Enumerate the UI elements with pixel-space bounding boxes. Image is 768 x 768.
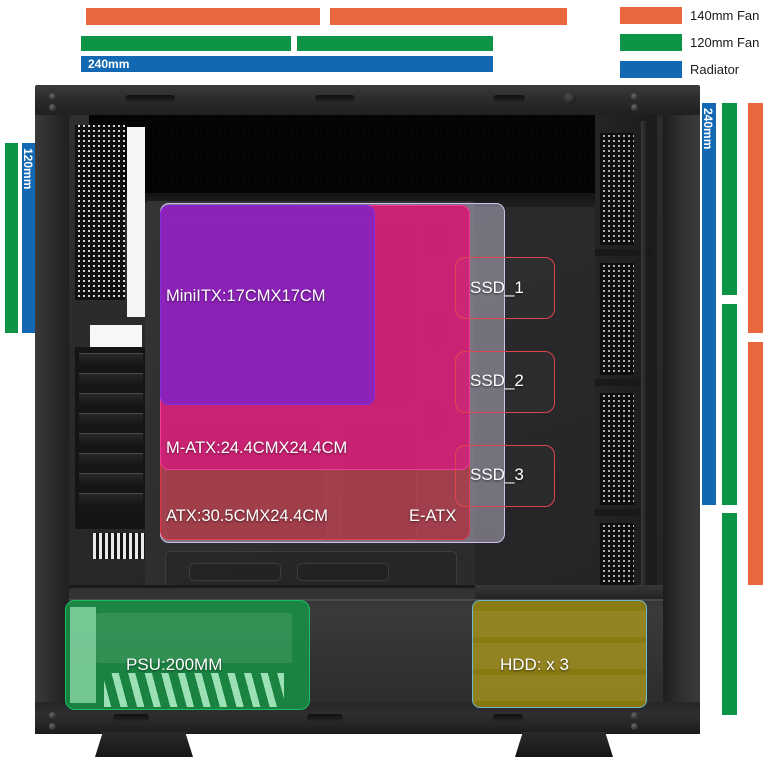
overlay-label-m-atx: M-ATX:24.4CMX24.4CM (166, 439, 348, 457)
legend-row: 120mm Fan (620, 33, 768, 54)
overlay-label-mini-itx: MiniITX:17CMX17CM (166, 287, 326, 305)
right-orange-fan-bar-1 (748, 103, 763, 333)
psu-shroud-edge (69, 599, 663, 601)
psu-label: PSU:200MM (126, 655, 223, 674)
right-radiator-bar (702, 103, 716, 505)
top-green-fan-bar-2 (297, 36, 493, 51)
top-intake-grille (89, 115, 629, 193)
legend-row: 140mm Fan (620, 6, 768, 27)
overlay-label-atx: ATX:30.5CMX24.4CM (166, 507, 329, 525)
right-green-fan-bar-2 (722, 304, 737, 505)
right-radiator-label: 240mm (701, 108, 715, 150)
psu-highlight (70, 607, 96, 703)
legend-label-140mm: 140mm Fan (690, 8, 760, 23)
psu-body-detail (96, 613, 292, 663)
case-top-cover (35, 85, 700, 115)
psu-overlay[interactable] (65, 600, 310, 710)
ssd-bay-2[interactable] (455, 351, 555, 413)
legend-label-120mm: 120mm Fan (690, 35, 760, 50)
overlay-mini-itx[interactable] (160, 205, 375, 405)
right-green-fan-bar-3 (722, 513, 737, 715)
pci-slot-stack (75, 347, 147, 529)
rear-io-mesh (75, 125, 125, 300)
rear-io-cutout (90, 325, 142, 347)
rear-panel-gap (127, 127, 145, 317)
blue-swatch-icon (620, 61, 682, 78)
case-rear-panel (35, 113, 69, 705)
ssd-bay-1-label: SSD_1 (470, 278, 524, 297)
legend: 140mm Fan 120mm Fan Radiator (620, 6, 768, 87)
orange-swatch-icon (620, 7, 682, 24)
hdd-label: HDD: x 3 (500, 655, 569, 674)
psu-vent-grill (104, 673, 284, 707)
case-front-panel (663, 113, 700, 705)
hdd-overlay[interactable] (472, 600, 647, 708)
ssd-bay-3[interactable] (455, 445, 555, 507)
right-green-fan-bar-1 (722, 103, 737, 295)
case-foot-left (95, 732, 193, 757)
overlay-label-e-atx: E-ATX (409, 507, 457, 525)
top-radiator-bar (81, 56, 493, 72)
front-rail (641, 121, 648, 669)
right-orange-fan-bar-2 (748, 342, 763, 585)
top-orange-fan-bar-1 (86, 8, 320, 25)
top-green-fan-bar-1 (81, 36, 291, 51)
left-radiator-label: 120mm (21, 148, 35, 190)
rear-vent-strip (93, 533, 145, 559)
legend-label-radiator: Radiator (690, 62, 740, 77)
left-radiator-bar (22, 143, 36, 333)
top-orange-fan-bar-2 (330, 8, 567, 25)
green-swatch-icon (620, 34, 682, 51)
case-foot-right (515, 732, 613, 757)
left-green-fan-bar (5, 143, 18, 333)
ssd-bay-2-label: SSD_2 (470, 371, 524, 390)
ssd-bay-3-label: SSD_3 (470, 465, 524, 484)
legend-row: Radiator (620, 60, 768, 81)
front-lower-bezel (475, 585, 663, 599)
ssd-bay-1[interactable] (455, 257, 555, 319)
top-radiator-label: 240mm (88, 57, 130, 71)
